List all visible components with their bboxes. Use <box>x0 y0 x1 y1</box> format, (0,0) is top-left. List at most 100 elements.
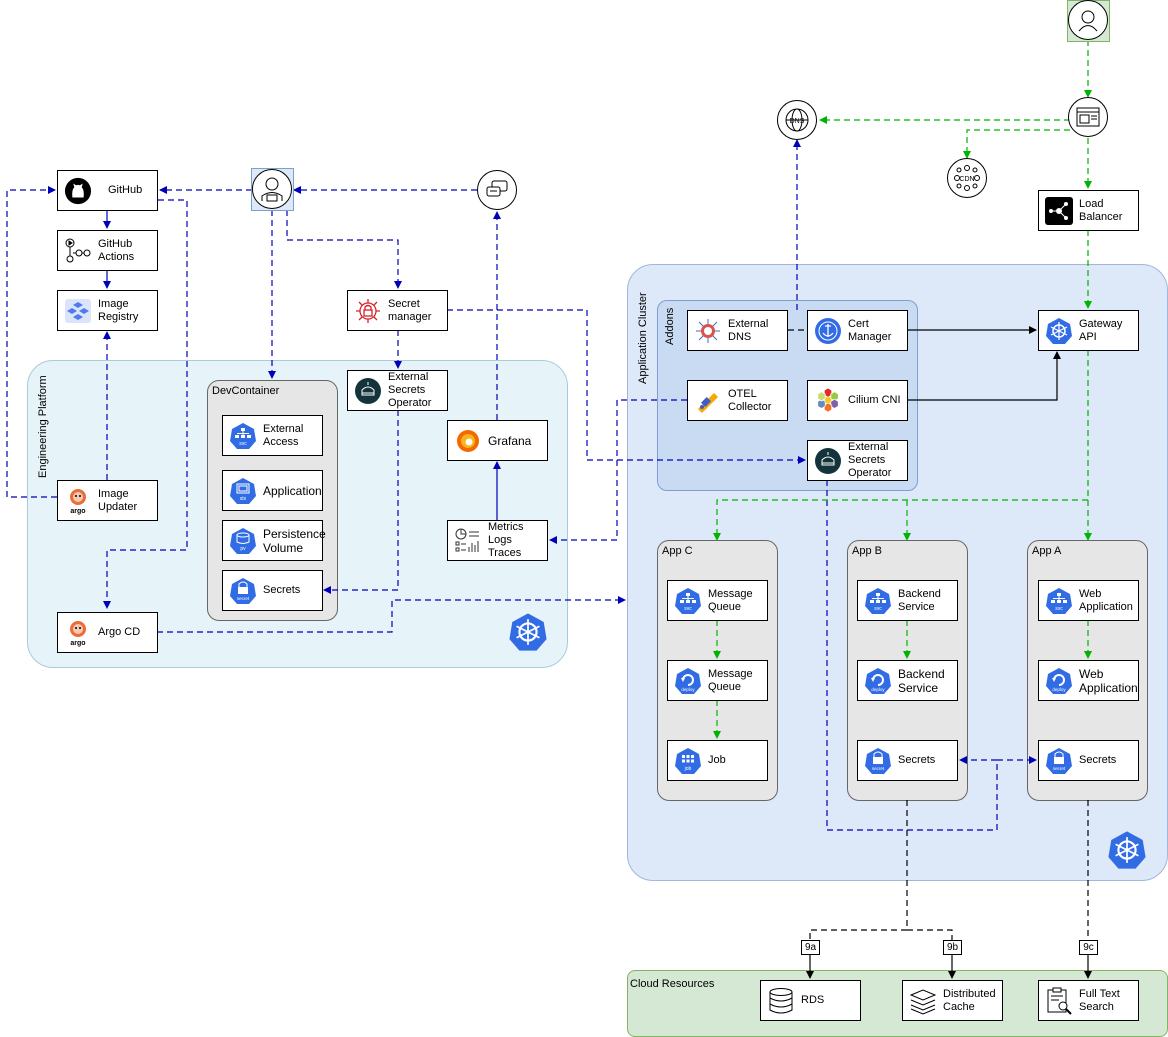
grafana-label: Grafana <box>488 433 532 448</box>
search-document-icon <box>1045 987 1073 1015</box>
k8s-job-icon: job <box>674 747 702 775</box>
application-node[interactable]: sts Application <box>222 470 323 511</box>
github-actions-label: GitHub Actions <box>98 237 135 263</box>
deploy-badge: deploy <box>871 687 885 692</box>
tag-9a: 9a <box>801 940 820 955</box>
app-a-secrets-node[interactable]: secret Secrets <box>1038 740 1139 781</box>
external-dns-icon <box>694 317 722 345</box>
app-b-secrets-label: Secrets <box>898 754 936 766</box>
argo-logo-text: argo <box>70 640 85 647</box>
app-c-job-label: Job <box>708 754 726 766</box>
kubernetes-logo-icon <box>1107 830 1147 875</box>
github-node[interactable]: GitHub <box>57 170 158 211</box>
app-a-web-deploy-node[interactable]: deploy Web Application <box>1038 660 1139 701</box>
k8s-secret-icon: secret <box>229 577 257 605</box>
full-text-search-label: Full Text Search <box>1079 987 1120 1013</box>
load-balancer-icon <box>1045 196 1073 225</box>
dns-globe-icon[interactable]: DNS <box>777 100 817 140</box>
user-icon[interactable] <box>1068 0 1108 40</box>
cert-manager-node[interactable]: Cert Manager <box>807 310 908 351</box>
dns-logo-text: DNS <box>790 118 805 125</box>
k8s-pv-icon: pv <box>229 527 257 555</box>
eso-app-node[interactable]: External Secrets Operator <box>807 440 908 481</box>
load-balancer-label: Load Balancer <box>1079 197 1123 223</box>
distributed-cache-node[interactable]: Distributed Cache <box>902 980 1003 1021</box>
app-a-secrets-label: Secrets <box>1079 754 1117 766</box>
image-updater-node[interactable]: argo Image Updater <box>57 480 158 521</box>
gateway-api-node[interactable]: Gateway API <box>1038 310 1139 351</box>
k8s-sts-icon: sts <box>229 477 257 505</box>
image-registry-node[interactable]: Image Registry <box>57 290 158 331</box>
app-c-job-node[interactable]: job Job <box>667 740 768 781</box>
app-a-web-svc-label: Web Application <box>1079 587 1133 613</box>
cilium-cni-node[interactable]: Cilium CNI <box>807 380 908 421</box>
grafana-node[interactable]: Grafana <box>447 420 548 461</box>
app-a-web-svc-node[interactable]: svc Web Application <box>1038 580 1139 621</box>
cdn-icon[interactable]: CDN <box>947 158 987 198</box>
persistence-volume-label: Persistence Volume <box>263 526 326 555</box>
sts-badge: sts <box>240 496 247 502</box>
cdn-logo-text: CDN <box>959 176 974 183</box>
image-registry-label: Image Registry <box>98 297 139 323</box>
dev-secrets-label: Secrets <box>263 584 301 596</box>
secret-manager-node[interactable]: Secret manager <box>347 290 448 331</box>
app-c-message-queue-deploy-node[interactable]: deploy Message Queue <box>667 660 768 701</box>
persistence-volume-node[interactable]: pv Persistence Volume <box>222 520 326 561</box>
secret-manager-label: Secret manager <box>388 297 432 323</box>
svc-badge: svc <box>684 606 692 612</box>
k8s-secret-icon: secret <box>864 747 892 775</box>
k8s-deploy-icon: deploy <box>1045 667 1073 695</box>
argo-cd-label: Argo CD <box>98 626 141 638</box>
external-dns-node[interactable]: External DNS <box>687 310 788 351</box>
dev-secrets-node[interactable]: secret Secrets <box>222 570 323 611</box>
database-icon <box>767 987 795 1015</box>
app-b-secrets-node[interactable]: secret Secrets <box>857 740 958 781</box>
k8s-deploy-icon: deploy <box>864 667 892 695</box>
github-actions-icon <box>64 237 92 265</box>
telescope-icon <box>694 387 722 415</box>
metrics-node[interactable]: Metrics Logs Traces <box>447 520 548 561</box>
tag-9b: 9b <box>943 940 962 955</box>
external-access-label: External Access <box>263 422 304 448</box>
app-b-title: App B <box>852 545 882 557</box>
chat-icon[interactable] <box>477 170 517 210</box>
app-c-message-queue-svc-node[interactable]: svc Message Queue <box>667 580 768 621</box>
github-actions-node[interactable]: GitHub Actions <box>57 230 158 271</box>
image-registry-icon <box>64 297 92 325</box>
rds-label: RDS <box>801 994 825 1006</box>
otel-collector-node[interactable]: OTEL Collector <box>687 380 788 421</box>
external-access-node[interactable]: svc External Access <box>222 415 323 456</box>
svc-badge: svc <box>1055 606 1063 612</box>
github-icon <box>64 177 92 205</box>
developer-icon[interactable] <box>252 169 292 209</box>
full-text-search-node[interactable]: Full Text Search <box>1038 980 1139 1021</box>
cilium-cni-label: Cilium CNI <box>848 394 901 406</box>
pv-badge: pv <box>240 546 246 552</box>
k8s-svc-icon: svc <box>674 587 702 615</box>
k8s-secret-icon: secret <box>1045 747 1073 775</box>
app-b-backend-svc-label: Backend Service <box>898 587 941 613</box>
deploy-badge: deploy <box>1052 687 1066 692</box>
app-b-backend-svc-node[interactable]: svc Backend Service <box>857 580 958 621</box>
app-c-message-queue-deploy-label: Message Queue <box>708 667 753 693</box>
eso-engineering-node[interactable]: External Secrets Operator <box>347 370 448 411</box>
cert-manager-label: Cert Manager <box>848 317 892 343</box>
kubernetes-icon <box>1045 317 1073 345</box>
secret-badge: secret <box>872 766 885 771</box>
argo-cd-node[interactable]: argo Argo CD <box>57 612 158 653</box>
browser-icon[interactable] <box>1068 97 1108 137</box>
application-label: Application <box>263 483 322 498</box>
secret-badge: secret <box>237 596 250 601</box>
metrics-icon <box>454 527 482 555</box>
argo-icon: argo <box>64 487 92 515</box>
grafana-icon <box>454 427 482 455</box>
load-balancer-node[interactable]: Load Balancer <box>1038 190 1139 231</box>
eso-engineering-label: External Secrets Operator <box>388 371 432 409</box>
distributed-cache-label: Distributed Cache <box>943 987 996 1013</box>
app-b-backend-deploy-node[interactable]: deploy Backend Service <box>857 660 958 701</box>
rds-node[interactable]: RDS <box>760 980 861 1021</box>
kubernetes-logo-icon <box>508 612 548 657</box>
k8s-svc-icon: svc <box>229 422 257 450</box>
